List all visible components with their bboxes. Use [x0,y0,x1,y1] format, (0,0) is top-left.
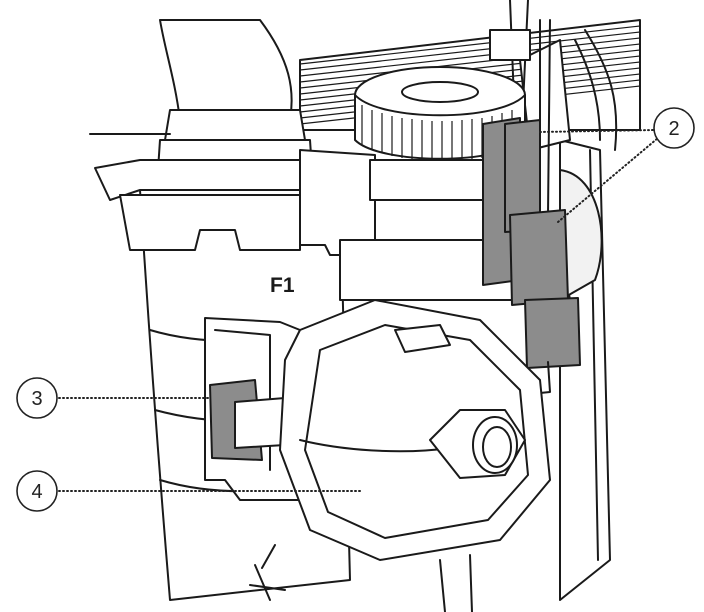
gas-pipe [89,19,313,171]
callout-leaders [54,129,659,492]
part-marking-f1: F1 [270,274,295,297]
callout-3: 3 [16,377,58,419]
callout-2: 2 [653,107,695,149]
callout-4: 4 [16,470,58,512]
pipe-clamp [94,149,376,256]
hex-nut [429,409,526,479]
mounting-bracket [204,317,301,501]
callout-2-label: 2 [668,118,679,140]
bottom-detail [249,544,473,612]
gas-valve [279,299,551,561]
callout-3-label: 3 [31,388,42,410]
ignition-electrodes [482,117,581,396]
callout-4-label: 4 [31,481,42,503]
